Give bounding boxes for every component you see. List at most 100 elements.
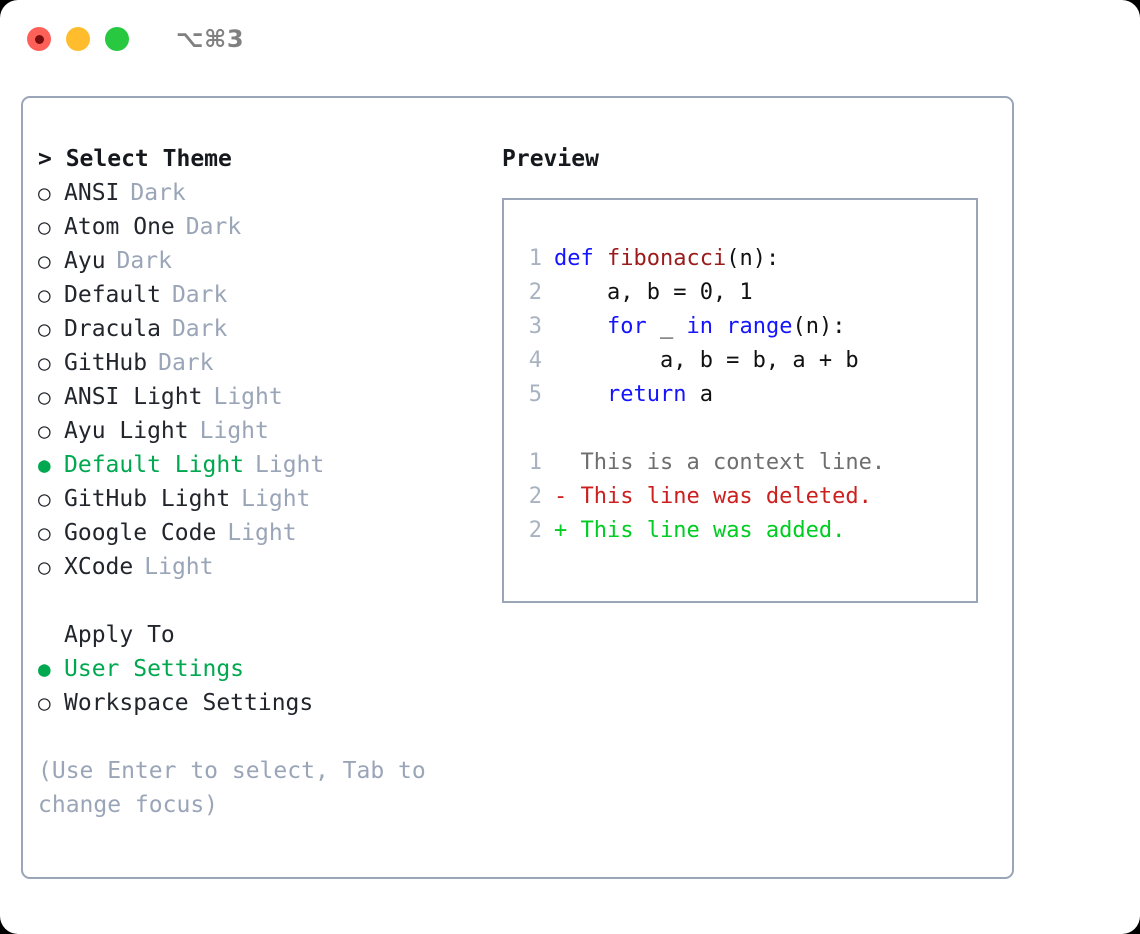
apply-to-option-label: Workspace Settings	[64, 690, 314, 716]
theme-option-google-code[interactable]: ○ Google Code Light	[38, 516, 478, 550]
theme-option-label: Ayu Light	[64, 418, 189, 444]
radio-unselected-icon: ○	[38, 283, 51, 307]
theme-option-label: ANSI Light	[64, 384, 203, 410]
theme-option-label: ANSI	[64, 180, 120, 206]
apply-to-option-user-settings[interactable]: ●User Settings	[38, 652, 478, 686]
diff-line-add: 2 + This line was added.	[504, 514, 976, 548]
code-line-text: for _ in range(n):	[554, 310, 845, 344]
token-plain	[554, 382, 607, 407]
traffic-lights	[27, 27, 129, 51]
theme-variant-badge: Dark	[171, 282, 228, 308]
theme-variant-badge: Dark	[185, 214, 242, 240]
keyboard-shortcut-label: ⌥⌘3	[176, 25, 245, 53]
theme-variant-badge: Dark	[116, 248, 172, 274]
token-plain: (n):	[792, 314, 846, 339]
token-plain	[554, 314, 607, 339]
theme-option-label: Google Code	[64, 520, 217, 546]
theme-option-label: Ayu	[64, 248, 106, 274]
code-line-text: a, b = 0, 1	[554, 276, 753, 310]
line-number: 5	[528, 382, 542, 407]
theme-variant-badge: Light	[144, 554, 214, 580]
code-line: 1 def fibonacci(n):	[504, 242, 976, 276]
theme-option-label: Atom One	[64, 214, 175, 240]
apply-to-header: Apply To	[64, 622, 175, 648]
apply-to-option-workspace-settings[interactable]: ○ Workspace Settings	[38, 686, 478, 720]
theme-option-github[interactable]: ○ GitHub Dark	[38, 346, 478, 380]
radio-unselected-icon: ○	[38, 249, 51, 273]
token-plain: (n):	[726, 246, 780, 271]
minimize-window-button[interactable]	[66, 27, 90, 51]
theme-option-label: GitHub	[64, 350, 148, 376]
code-line-text: def fibonacci(n):	[554, 242, 779, 276]
line-number: 3	[528, 314, 542, 339]
radio-unselected-icon: ○	[38, 385, 51, 409]
line-number: 1	[528, 450, 542, 475]
diff-line-text: This line was deleted.	[567, 484, 872, 509]
theme-variant-badge: Light	[241, 486, 311, 512]
code-line: 5 return a	[504, 378, 976, 412]
diff-line-ctx: 1 This is a context line.	[504, 446, 976, 480]
theme-variant-badge: Dark	[171, 316, 228, 342]
line-number: 1	[528, 246, 542, 271]
diff-line-text: This line was added.	[567, 518, 846, 543]
token-plain: a	[686, 382, 713, 407]
radio-unselected-icon: ○	[38, 691, 51, 715]
token-keyword: return	[606, 382, 687, 407]
apply-to-option-label: User Settings	[64, 656, 245, 682]
token-plain: a, b = b, a + b	[554, 348, 859, 373]
diff-sign: +	[554, 518, 568, 543]
theme-variant-badge: Dark	[158, 350, 214, 376]
code-line: 3 for _ in range(n):	[504, 310, 976, 344]
radio-unselected-icon: ○	[38, 351, 51, 375]
radio-unselected-icon: ○	[38, 181, 51, 205]
diff-sign: -	[554, 484, 568, 509]
theme-variant-badge: Light	[213, 384, 283, 410]
select-theme-header: > Select Theme	[38, 146, 232, 172]
diff-sign	[554, 446, 567, 480]
line-number: 2	[528, 280, 542, 305]
code-diff-separator	[504, 412, 976, 446]
theme-variant-badge: Light	[227, 520, 297, 546]
code-line-text: return a	[554, 378, 713, 412]
code-line-text: a, b = b, a + b	[554, 344, 859, 378]
token-keyword: def	[554, 246, 607, 271]
title-bar: ⌥⌘3	[0, 0, 1140, 78]
close-window-button[interactable]	[27, 27, 51, 51]
apply-to-list: ●User Settings ○ Workspace Settings	[38, 652, 478, 720]
theme-option-ayu[interactable]: ○ Ayu Dark	[38, 244, 478, 278]
code-line: 4 a, b = b, a + b	[504, 344, 976, 378]
radio-selected-icon: ●	[38, 453, 51, 477]
line-number: 4	[528, 348, 542, 373]
theme-option-ansi-light[interactable]: ○ ANSI Light Light	[38, 380, 478, 414]
theme-option-label: Default Light	[64, 452, 245, 478]
zoom-window-button[interactable]	[105, 27, 129, 51]
radio-unselected-icon: ○	[38, 317, 51, 341]
close-icon	[34, 34, 44, 44]
theme-option-ansi[interactable]: ○ ANSI Dark	[38, 176, 478, 210]
token-plain: a, b = 0, 1	[554, 280, 753, 305]
theme-variant-badge: Light	[255, 452, 325, 478]
line-number: 2	[528, 518, 542, 543]
theme-option-default-light[interactable]: ● Default Light Light	[38, 448, 478, 482]
theme-variant-badge: Dark	[130, 180, 186, 206]
radio-unselected-icon: ○	[38, 555, 51, 579]
theme-option-label: Default	[64, 282, 161, 308]
theme-variant-badge: Light	[199, 418, 269, 444]
radio-unselected-icon: ○	[38, 521, 51, 545]
code-line: 2 a, b = 0, 1	[504, 276, 976, 310]
diff-line-text: This is a context line.	[567, 450, 886, 475]
theme-option-default[interactable]: ○ Default Dark	[38, 278, 478, 312]
line-number: 2	[528, 484, 542, 509]
